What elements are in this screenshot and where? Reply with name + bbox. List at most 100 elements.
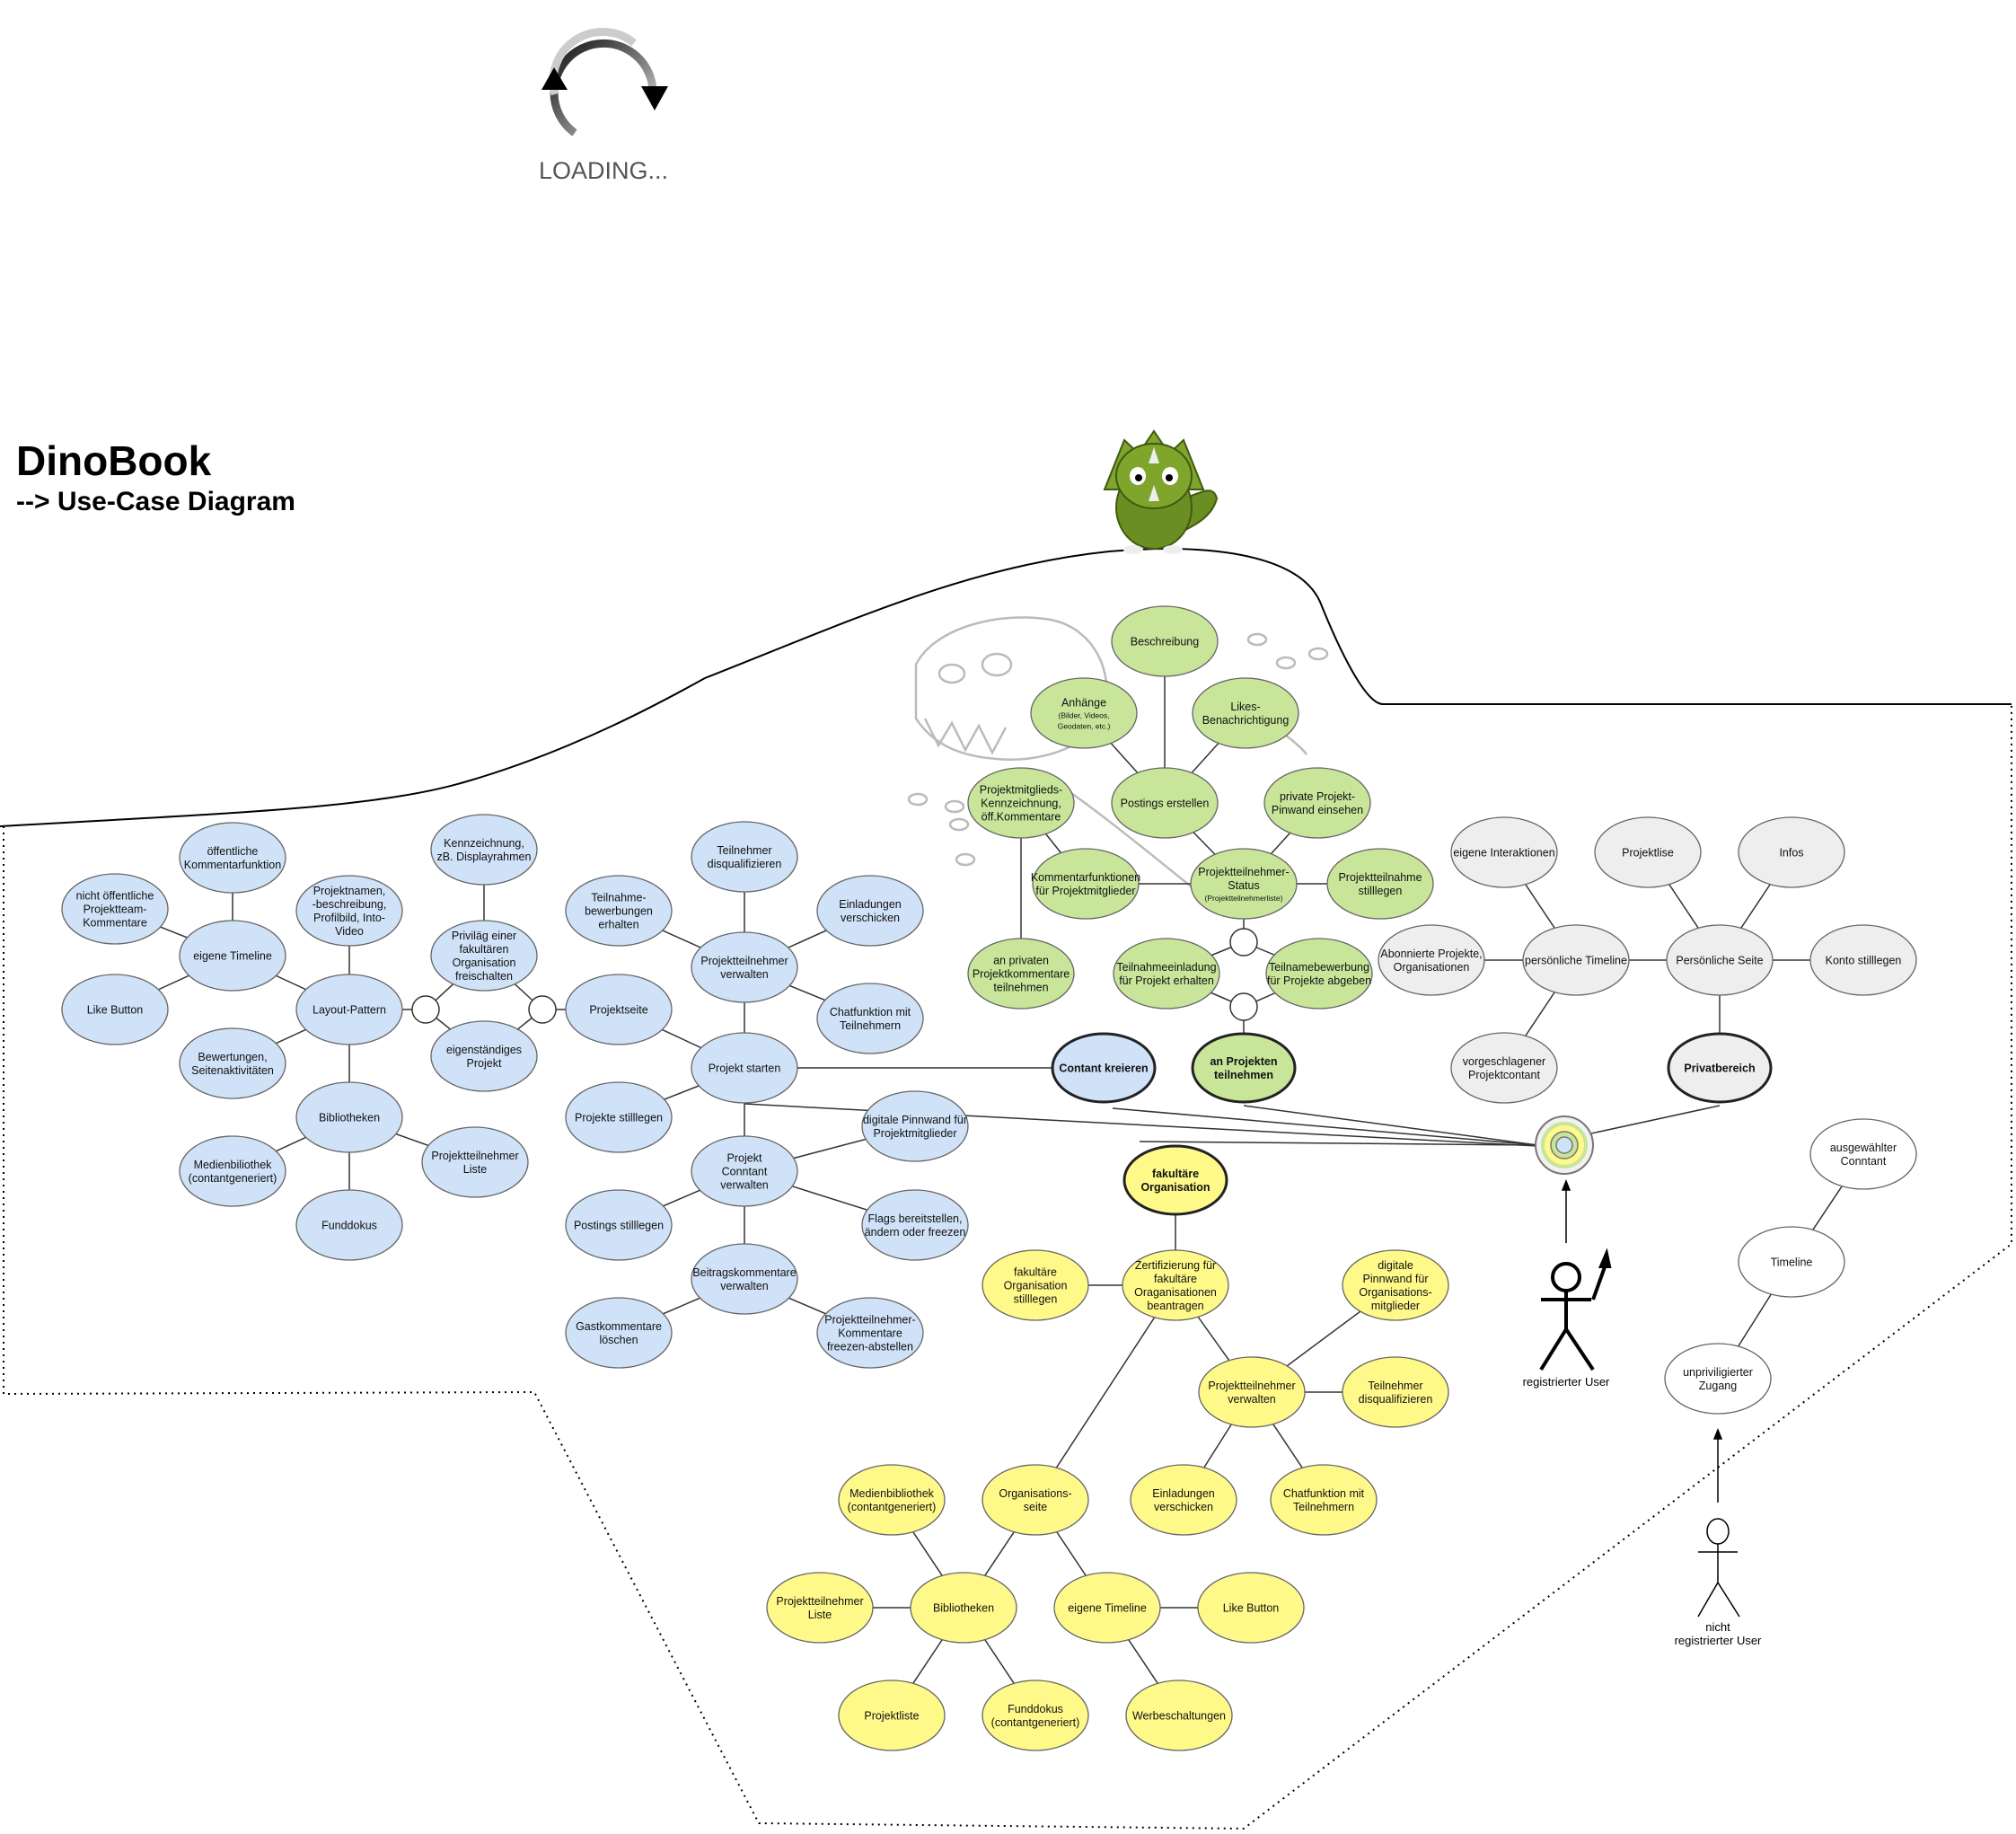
use-case-label: erhalten (598, 919, 638, 931)
actor-unregistered-label-1: nicht (1705, 1620, 1730, 1634)
use-case-ellipse (179, 1135, 286, 1207)
actor-unregistered-label-2: registrierter User (1675, 1634, 1762, 1647)
use-case-ellipse (691, 931, 798, 1003)
use-case-label: Funddokus (321, 1220, 377, 1232)
use-case-ellipse (1809, 1118, 1917, 1190)
use-case-label: Projekt (467, 1057, 502, 1070)
use-case-y15: Projektliste (838, 1680, 946, 1751)
use-case-ellipse (691, 1135, 798, 1207)
use-case-ellipse (861, 1090, 969, 1162)
use-case-n29: Projektteilnehmer-Kommentarefreezen-abst… (816, 1297, 924, 1369)
use-case-label: (contantgeneriert) (848, 1501, 937, 1513)
use-case-ellipse (565, 1297, 673, 1369)
use-case-ellipse (1450, 1032, 1558, 1104)
use-case-n7: Layout-Pattern (295, 974, 403, 1045)
diagram-title: DinoBook (16, 437, 212, 484)
use-case-label: Projektteilnehmer- (824, 1314, 915, 1327)
use-case-w9: Privatbereich (1667, 1032, 1773, 1104)
use-case-label: Organisation (453, 957, 516, 969)
use-case-ellipse (1130, 1464, 1237, 1536)
use-case-ellipse (179, 1027, 286, 1099)
use-case-label: Chatfunktion mit (1283, 1487, 1365, 1500)
use-case-label: Projekt starten (709, 1062, 781, 1075)
use-case-label: persönliche Timeline (1525, 955, 1627, 967)
actor-link-line (1243, 1105, 1538, 1146)
use-case-g2: Anhänge(Bilder, Videos,Geodaten, etc.) (1030, 677, 1138, 749)
use-case-label: fakultäre (1152, 1168, 1199, 1180)
use-case-label: Postings stilllegen (574, 1220, 664, 1232)
use-case-label: fakultären (460, 943, 509, 956)
use-case-label: Pinnwand für (1363, 1273, 1429, 1285)
use-case-label: Projektmitglieder (873, 1127, 956, 1140)
use-case-label: Medienbibliothek (850, 1487, 935, 1500)
use-case-label: Funddokus (1008, 1703, 1063, 1715)
use-case-label: Projekt (727, 1152, 762, 1165)
use-case-label: verschicken (1154, 1501, 1213, 1513)
use-case-w8: Konto stilllegen (1809, 924, 1917, 996)
use-case-label: Teilnehmern (840, 1019, 901, 1032)
use-case-ellipse (61, 873, 169, 945)
use-case-label: fakultäre (1154, 1273, 1197, 1285)
loading-spinner: LOADING... (539, 27, 668, 184)
use-case-ellipse (179, 920, 286, 992)
use-case-ellipse (691, 1032, 798, 1104)
use-case-label: Bewertungen, (198, 1051, 267, 1063)
use-case-label: Projektteam- (84, 904, 147, 916)
use-case-ellipse (430, 920, 538, 992)
use-case-n13: Priviläg einerfakultärenOrganisationfrei… (430, 920, 538, 992)
use-case-ellipse (1053, 1572, 1161, 1644)
use-case-w7: Persönliche Seite (1666, 924, 1774, 996)
dino-mascot-icon (1103, 429, 1219, 554)
include-connector (1229, 992, 1258, 1021)
use-case-label: Chatfunktion mit (830, 1006, 911, 1018)
use-case-n6: Projektnamen,-beschreibung,Profilbild, I… (295, 875, 403, 947)
use-case-label: (contantgeneriert) (991, 1716, 1080, 1729)
use-case-label: an Projekten (1210, 1055, 1277, 1068)
use-case-label: vorgeschlagener (1463, 1055, 1545, 1068)
use-case-label: Anhänge (1061, 697, 1106, 710)
use-case-label: verwalten (720, 1280, 769, 1292)
use-case-ellipse (816, 875, 924, 947)
use-case-ellipse (565, 974, 673, 1045)
use-case-ellipse (816, 1297, 924, 1369)
use-case-y17: Werbeschaltungen (1125, 1680, 1233, 1751)
use-case-label: Organisationen (1394, 961, 1470, 974)
use-case-label: beantragen (1147, 1300, 1203, 1312)
use-case-label: Projektteilnehmer- (1198, 866, 1289, 878)
use-case-label: Projektmitglieds- (980, 784, 1062, 797)
use-case-ellipse (1738, 1226, 1845, 1298)
use-case-ellipse (1197, 1572, 1305, 1644)
arrow-up-icon (541, 67, 568, 90)
use-case-label: Zertifizierung für (1135, 1259, 1216, 1272)
use-case-g3: Likes-Benachrichtigung (1192, 677, 1299, 749)
use-case-ellipse (1326, 848, 1434, 920)
use-case-sublabel: (Projektteilnehmerliste) (1205, 894, 1283, 903)
use-case-label: teilnehmen (1214, 1069, 1273, 1081)
use-case-sublabel: (Bilder, Videos, (1058, 711, 1109, 720)
use-case-label: verwalten (720, 968, 769, 981)
use-case-label: Benachrichtigung (1202, 714, 1290, 727)
use-case-y12: Bibliotheken (910, 1572, 1017, 1644)
use-case-label: Projektliste (864, 1710, 919, 1723)
use-case-ellipse (295, 1081, 403, 1153)
use-case-label: Projektcontant (1468, 1069, 1540, 1081)
use-case-label: Bibliotheken (933, 1602, 994, 1615)
use-case-label: Teilnehmer (717, 844, 771, 857)
use-case-label: Einladungen (839, 898, 902, 911)
use-case-label: Projektseite (589, 1004, 647, 1017)
use-case-label: Organisation (1140, 1181, 1210, 1194)
use-case-label: öff.Kommentare (982, 811, 1061, 824)
use-case-ellipse (838, 1680, 946, 1751)
diagram-subtitle: --> Use-Case Diagram (16, 487, 295, 516)
use-case-label: Infos (1779, 847, 1803, 860)
use-case-label: Pinwand einsehen (1272, 804, 1363, 816)
use-case-ellipse (179, 822, 286, 894)
